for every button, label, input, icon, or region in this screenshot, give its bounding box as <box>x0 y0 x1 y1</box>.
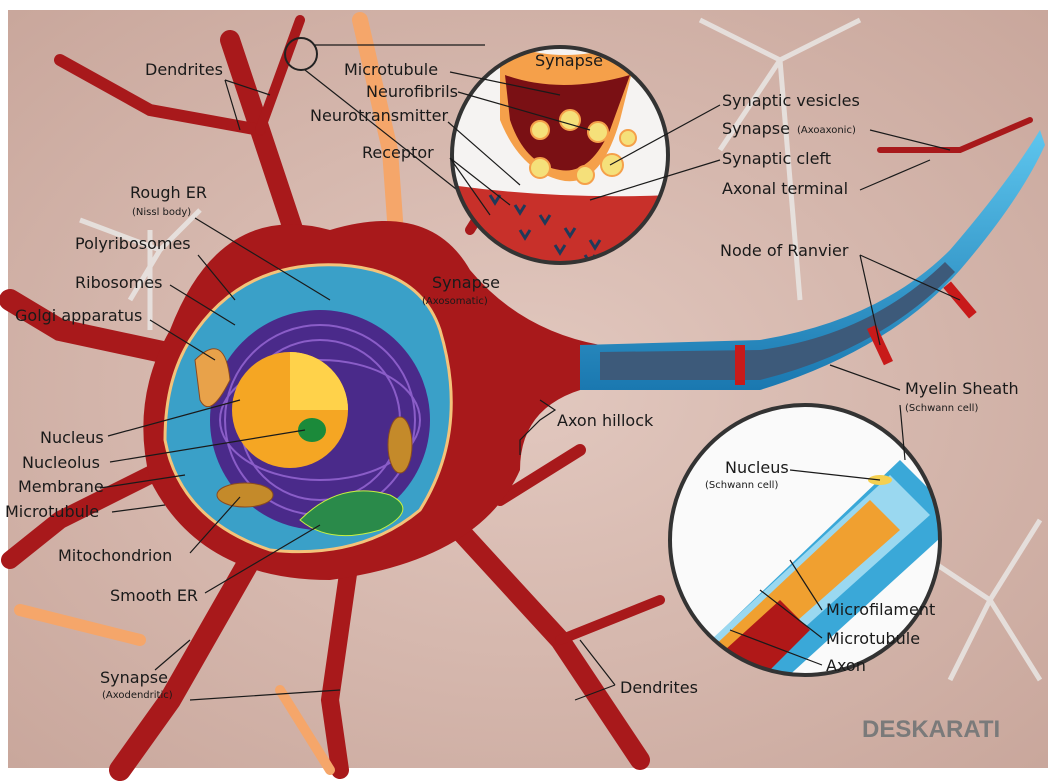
axon <box>600 262 955 380</box>
dendrites <box>0 15 1033 781</box>
label-microtubule: Microtubule <box>344 60 438 79</box>
label-nucleus: Nucleus <box>40 428 104 447</box>
label-nucleolus: Nucleolus <box>22 453 100 472</box>
golgi-apparatus <box>194 348 231 408</box>
label-rough-er-sub: (Nissl body) <box>132 207 191 218</box>
label-mitochondrion: Mitochondrion <box>58 546 172 565</box>
label-ribosomes: Ribosomes <box>75 273 162 292</box>
label-receptor: Receptor <box>362 143 434 162</box>
nucleolus <box>298 418 326 442</box>
label-synapse-axoaxonic: Synapse <box>722 119 790 138</box>
label-myelin-sheath: Myelin Sheath <box>905 379 1019 398</box>
label-dendrites: Dendrites <box>145 60 223 79</box>
label-synapse-axoaxonic-sub: (Axoaxonic) <box>797 125 856 136</box>
background-neurons <box>79 17 1043 682</box>
axon-inset <box>670 405 940 675</box>
label-node-of-ranvier: Node of Ranvier <box>720 241 849 260</box>
labels: Dendrites Microtubule Neurofibrils Neuro… <box>5 51 1019 743</box>
label-axon: Axon <box>826 656 866 675</box>
label-microtubule-inset: Microtubule <box>826 629 920 648</box>
label-synapse-axodendritic-sub: (Axodendritic) <box>102 690 173 701</box>
label-synapse-axodendritic: Synapse <box>100 668 168 687</box>
label-synaptic-cleft: Synaptic cleft <box>722 149 831 168</box>
label-neurofibrils: Neurofibrils <box>366 82 458 101</box>
label-rough-er: Rough ER <box>130 183 207 202</box>
label-axonal-terminal: Axonal terminal <box>722 179 848 198</box>
axon-hillock-bracket <box>519 399 557 455</box>
label-dendrites-bottom: Dendrites <box>620 678 698 697</box>
zoom-marker <box>284 37 318 71</box>
watermark: DESKARATI <box>862 716 1000 743</box>
mitochondrion <box>216 482 274 508</box>
label-synapse-inset: Synapse <box>535 51 603 70</box>
label-neurotransmitter: Neurotransmitter <box>310 106 449 125</box>
label-nucleus-schwann: Nucleus <box>725 458 789 477</box>
label-axon-hillock: Axon hillock <box>557 411 654 430</box>
label-microtubule-left: Microtubule <box>5 502 99 521</box>
label-synapse-axosomatic-sub: (Axosomatic) <box>422 296 488 307</box>
label-synapse-axosomatic: Synapse <box>432 273 500 292</box>
label-myelin-sheath-sub: (Schwann cell) <box>905 403 978 414</box>
label-golgi: Golgi apparatus <box>15 306 142 325</box>
label-polyribosomes: Polyribosomes <box>75 234 191 253</box>
label-synaptic-vesicles: Synaptic vesicles <box>722 91 860 110</box>
label-nucleus-schwann-sub: (Schwann cell) <box>705 480 778 491</box>
label-membrane: Membrane <box>18 477 104 496</box>
smooth-er <box>299 490 404 537</box>
label-microfilament: Microfilament <box>826 600 935 619</box>
leader-lines <box>99 71 961 701</box>
label-smooth-er: Smooth ER <box>110 586 198 605</box>
